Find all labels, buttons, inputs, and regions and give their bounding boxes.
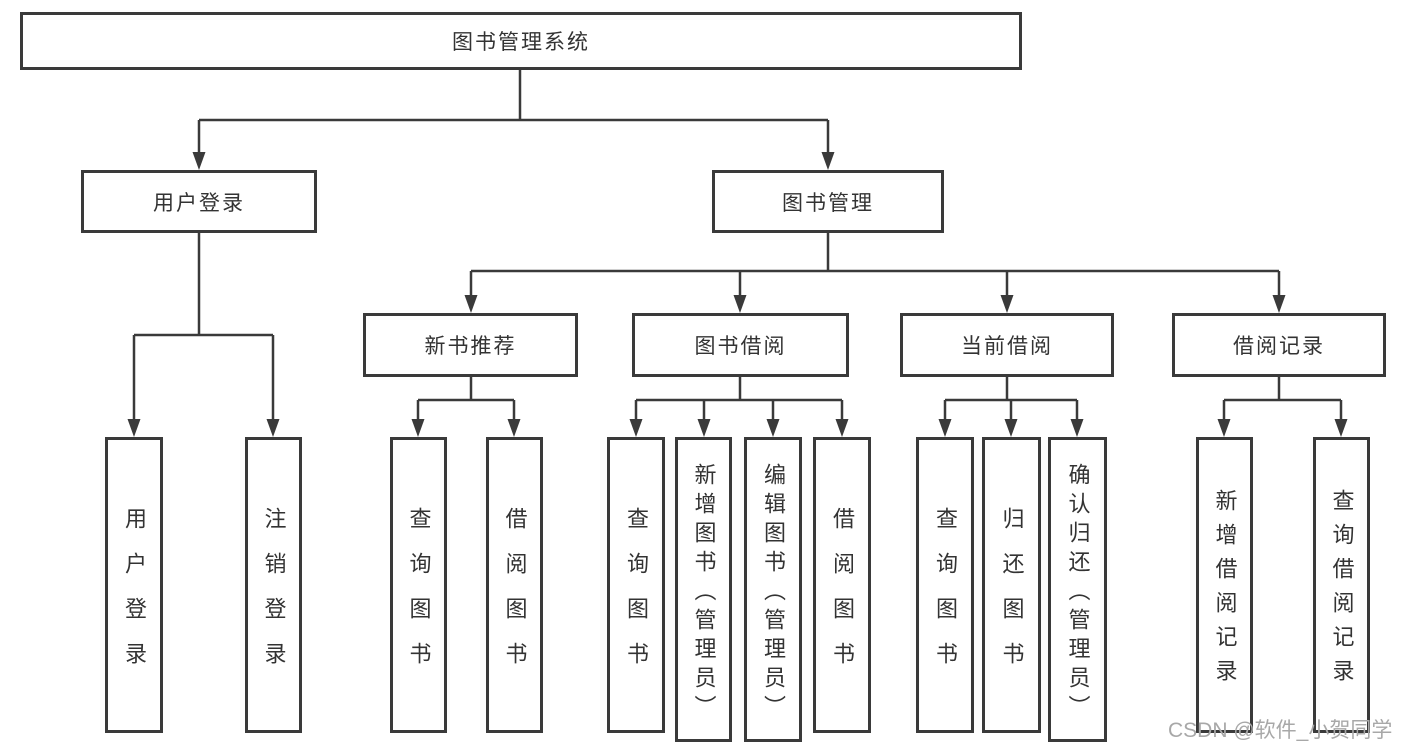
- csdn-watermark: CSDN @软件_小贺同学: [1168, 719, 1393, 742]
- leaf-query-books-3: 查询图书: [916, 437, 974, 733]
- node-current-borrow: 当前借阅: [900, 313, 1114, 377]
- node-borrow-records-label: 借阅记录: [1233, 335, 1325, 358]
- node-root: 图书管理系统: [20, 12, 1022, 70]
- leaf-query-borrow-record-label: 查询借阅记录: [1329, 489, 1355, 693]
- node-book-borrow: 图书借阅: [632, 313, 849, 377]
- node-user-login-label: 用户登录: [153, 191, 245, 215]
- leaf-add-borrow-record: 新增借阅记录: [1196, 437, 1253, 733]
- leaf-borrow-books-1-label: 借阅图书: [502, 506, 528, 687]
- leaf-edit-book-admin-label: 编辑图书（管理员）: [761, 462, 786, 724]
- leaf-user-login: 用户登录: [105, 437, 163, 733]
- leaf-borrow-books-2: 借阅图书: [813, 437, 871, 733]
- leaf-query-books-3-label: 查询图书: [933, 506, 958, 687]
- node-user-login: 用户登录: [81, 170, 317, 233]
- leaf-confirm-return-admin: 确认归还（管理员）: [1048, 437, 1107, 742]
- leaf-borrow-books-2-label: 借阅图书: [830, 506, 855, 687]
- node-new-book-recommend-label: 新书推荐: [424, 335, 517, 358]
- leaf-logout: 注销登录: [245, 437, 302, 733]
- leaf-query-borrow-record: 查询借阅记录: [1313, 437, 1370, 733]
- leaf-query-books-2-label: 查询图书: [624, 506, 649, 687]
- node-new-book-recommend: 新书推荐: [363, 313, 578, 377]
- node-root-label: 图书管理系统: [452, 31, 590, 54]
- leaf-edit-book-admin: 编辑图书（管理员）: [744, 437, 802, 742]
- leaf-add-borrow-record-label: 新增借阅记录: [1212, 489, 1238, 693]
- leaf-user-login-label: 用户登录: [122, 506, 147, 687]
- node-borrow-records: 借阅记录: [1172, 313, 1386, 377]
- node-current-borrow-label: 当前借阅: [961, 335, 1053, 358]
- connector-user-login-to-leaves: [127, 233, 280, 437]
- leaf-return-book: 归还图书: [982, 437, 1041, 733]
- leaf-add-book-admin: 新增图书（管理员）: [675, 437, 732, 742]
- connector-root-to-level2: [192, 70, 835, 170]
- leaf-query-books-1: 查询图书: [390, 437, 447, 733]
- leaf-add-book-admin-label: 新增图书（管理员）: [691, 462, 717, 724]
- node-book-borrow-label: 图书借阅: [694, 335, 787, 358]
- connector-book-management-to-level3: [464, 233, 1286, 313]
- node-book-management: 图书管理: [712, 170, 944, 233]
- connector-current-borrow-to-leaves: [938, 377, 1084, 437]
- leaf-logout-label: 注销登录: [261, 506, 287, 687]
- leaf-query-books-1-label: 查询图书: [406, 506, 432, 687]
- connector-borrow-records-to-leaves: [1217, 377, 1348, 437]
- connector-new-book-recommend-to-leaves: [411, 377, 521, 437]
- leaf-return-book-label: 归还图书: [999, 506, 1025, 687]
- leaf-query-books-2: 查询图书: [607, 437, 665, 733]
- leaf-borrow-books-1: 借阅图书: [486, 437, 543, 733]
- connector-book-borrow-to-leaves: [629, 377, 849, 437]
- node-book-management-label: 图书管理: [782, 191, 874, 215]
- leaf-confirm-return-admin-label: 确认归还（管理员）: [1065, 462, 1091, 724]
